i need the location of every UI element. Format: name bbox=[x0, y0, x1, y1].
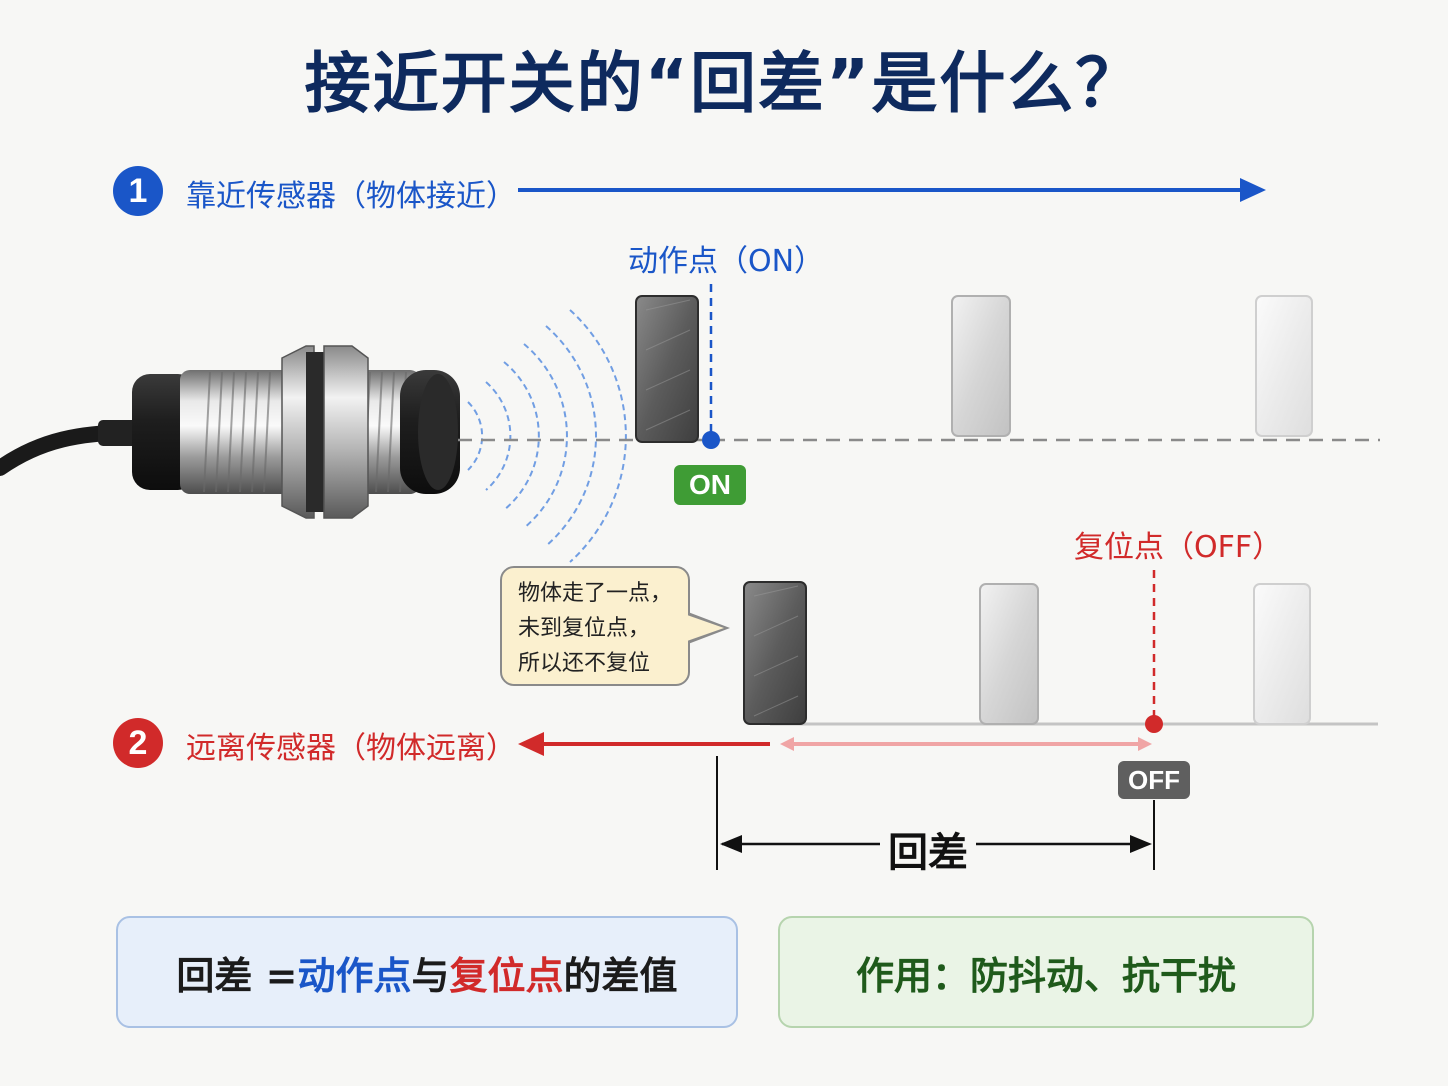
proximity-sensor bbox=[0, 345, 460, 519]
on-tag: ON bbox=[674, 465, 746, 505]
callout-tail-fill bbox=[687, 615, 724, 641]
step2-badge: 2 bbox=[113, 718, 163, 768]
callout-line-2: 未到复位点， bbox=[518, 616, 651, 641]
hysteresis-label: 回差 bbox=[880, 820, 976, 878]
action-point-dot bbox=[702, 431, 720, 449]
step2-label: 远离传感器（物体远离） bbox=[186, 731, 516, 766]
target-block-ghost-4 bbox=[1253, 583, 1311, 725]
off-tag: OFF bbox=[1118, 761, 1190, 799]
callout-line-3: 所以还不复位 bbox=[518, 651, 651, 676]
callout-line-1: 物体走了一点， bbox=[518, 581, 673, 606]
detection-waves bbox=[467, 309, 627, 563]
purpose-box: 作用：防抖动、抗干扰 bbox=[778, 916, 1314, 1028]
target-block-ghost-1 bbox=[951, 295, 1011, 437]
target-block-moving bbox=[743, 581, 807, 725]
sensor-nut-2 bbox=[323, 345, 369, 519]
step1-badge: 1 bbox=[113, 166, 163, 216]
target-block-on bbox=[635, 295, 699, 443]
purpose-text: 作用：防抖动、抗干扰 bbox=[855, 953, 1236, 998]
formula-part-5: 的差值 bbox=[563, 953, 678, 998]
step1-label: 靠近传感器（物体接近） bbox=[186, 179, 516, 214]
target-block-ghost-3 bbox=[979, 583, 1039, 725]
callout-bubble: 物体走了一点， 未到复位点， 所以还不复位 bbox=[500, 566, 690, 686]
reset-point-dot bbox=[1145, 715, 1163, 733]
reset-point-label: 复位点（OFF） bbox=[1074, 530, 1283, 565]
page-title: 接近开关的“回差”是什么？ bbox=[304, 45, 1144, 122]
leave-arrow bbox=[518, 732, 1152, 756]
formula-action-point: 动作点 bbox=[297, 953, 412, 998]
target-block-ghost-2 bbox=[1255, 295, 1313, 437]
formula-part-1: 回差 = bbox=[176, 953, 298, 998]
formula-box: 回差 = 动作点 与 复位点 的差值 bbox=[116, 916, 738, 1028]
approach-arrow bbox=[518, 178, 1266, 202]
formula-part-3: 与 bbox=[411, 953, 450, 998]
formula-reset-point: 复位点 bbox=[449, 953, 564, 998]
action-point-label: 动作点（ON） bbox=[628, 244, 825, 279]
